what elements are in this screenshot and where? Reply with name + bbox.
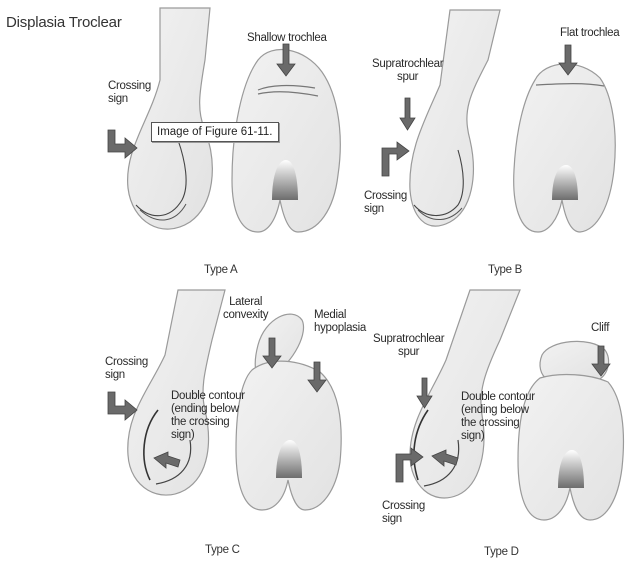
arrow-spur-b [400,98,415,130]
label-lateral-convexity: Lateral convexity [223,296,268,322]
label-flat-trochlea: Flat trochlea [560,27,619,40]
label-shallow-trochlea: Shallow trochlea [247,32,327,45]
label-crossing-sign-c: Crossing sign [105,356,148,382]
label-medial-hypoplasia: Medial hypoplasia [314,309,366,335]
label-crossing-sign-b: Crossing sign [364,190,407,216]
figure-title: Displasia Troclear [6,14,122,31]
type-label-d: Type D [484,546,519,558]
arrow-crossing-c [108,392,137,420]
label-cliff: Cliff [591,322,609,335]
femur-lateral-b [410,10,500,226]
label-supratrochlear-spur-b: Supratrochlear spur [372,58,443,84]
label-double-contour-d: Double contour (ending below the crossin… [461,391,535,443]
image-tooltip: Image of Figure 61-11. [151,122,279,142]
type-label-c: Type C [205,544,240,556]
type-label-a: Type A [204,264,237,276]
label-double-contour-c: Double contour (ending below the crossin… [171,390,245,442]
label-crossing-sign-d: Crossing sign [382,500,425,526]
femur-lateral-a [128,8,213,229]
panel-type-b [410,10,615,232]
label-crossing-sign-a: Crossing sign [108,80,151,106]
arrow-crossing-b [382,142,409,176]
femur-frontal-b [514,64,616,232]
type-label-b: Type B [488,264,522,276]
femur-frontal-c [236,361,341,510]
label-supratrochlear-spur-d: Supratrochlear spur [373,333,444,359]
